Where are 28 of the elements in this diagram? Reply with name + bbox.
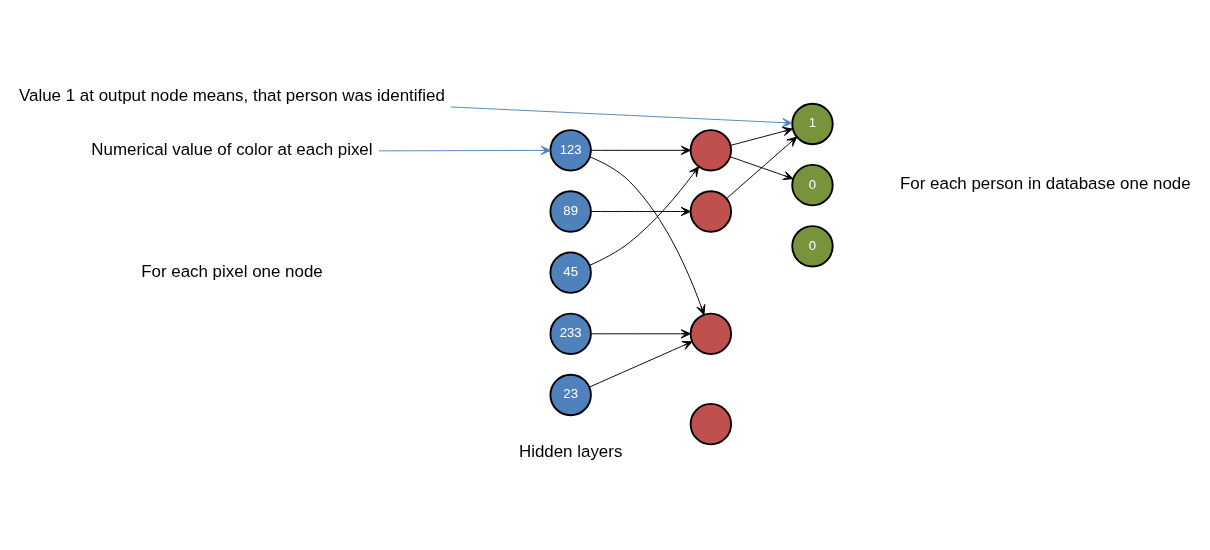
node-circle: 89 — [549, 190, 592, 233]
arrow — [588, 341, 693, 388]
node-circle: 0 — [791, 163, 834, 207]
label: For each person in database one node — [899, 174, 1191, 194]
node-circle: 45 — [549, 251, 592, 294]
arrow — [590, 206, 691, 217]
node-text: Numerical value of color at each pixel — [91, 140, 373, 160]
arrow — [590, 145, 691, 156]
node-circle: 233 — [549, 312, 592, 355]
node-circle: 23 — [549, 373, 592, 417]
node-circle: 1 — [791, 102, 834, 146]
label: Hidden layers — [518, 442, 623, 462]
arrow — [450, 106, 793, 128]
node-text: Value 1 at output node means, that person was identified — [19, 85, 445, 105]
arrow — [730, 126, 793, 146]
node-circle — [689, 312, 733, 355]
node-circle — [689, 190, 733, 233]
label: For each pixel one node — [141, 261, 323, 281]
arrow — [589, 166, 700, 266]
arrow — [590, 329, 691, 339]
node-circle: 123 — [549, 129, 592, 172]
arrow — [378, 145, 551, 156]
arrow — [729, 156, 794, 181]
arrow — [589, 156, 706, 316]
node-circle: 0 — [791, 225, 834, 268]
node-circle — [689, 402, 733, 446]
arrow — [726, 136, 798, 200]
node-circle — [689, 129, 733, 172]
